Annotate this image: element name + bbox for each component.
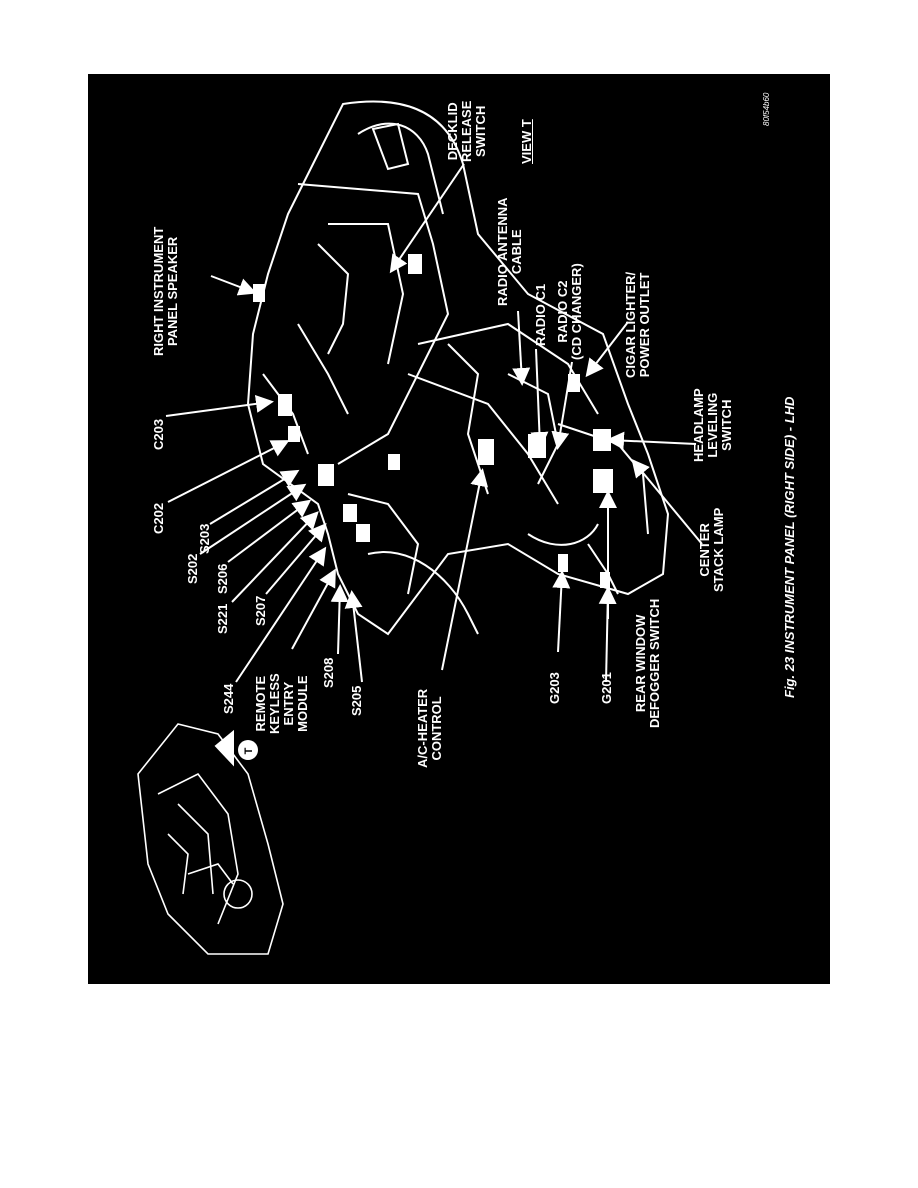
label-s203: S203 [197,523,212,554]
label-g203: G203 [547,672,562,704]
label-view-t: VIEW T [519,119,534,164]
label-rear-window-defogger-switch: REAR WINDOW DEFOGGER SWITCH [633,598,662,728]
label-s205: S205 [349,685,364,716]
label-center-stack-lamp: CENTER STACK LAMP [697,507,726,592]
label-radio-c2-cd-changer: RADIO C2 (CD CHANGER) [555,263,584,360]
inset-vehicle-view [137,723,284,955]
leader-g203 [552,570,571,653]
label-s244: S244 [221,683,236,714]
leader-arrows [165,163,703,683]
figure-caption: Fig. 23 INSTRUMENT PANEL (RIGHT SIDE) - … [782,396,797,698]
label-c202: C202 [151,502,166,534]
label-headlamp-leveling-switch: HEADLAMP LEVELING SWITCH [691,388,734,462]
leader-cigar [585,321,629,378]
instrument-panel-drawing [137,100,703,955]
leader-s207 [265,522,327,595]
leader-radio-antenna [512,310,531,386]
diagram-figure: RIGHT INSTRUMENT PANEL SPEAKER C203 C202… [88,74,830,984]
leader-s206 [227,499,312,563]
label-remote-keyless-entry-module: REMOTE KEYLESS ENTRY MODULE [253,673,310,734]
label-ac-heater-control: A/C-HEATER CONTROL [415,688,444,768]
leader-ac-heater [441,468,489,671]
leader-radio-c2 [551,361,573,450]
leader-s244 [235,546,327,683]
leader-headlamp [606,431,697,450]
label-s207: S207 [253,595,268,626]
label-radio-c1: RADIO C1 [533,283,548,346]
leader-s202 [199,483,307,555]
label-radio-antenna-cable: RADIO ANTENNA CABLE [495,197,524,306]
leader-s221 [231,511,319,603]
label-right-instrument-panel-speaker: RIGHT INSTRUMENT PANEL SPEAKER [151,226,180,356]
inset-view-marker-circle [238,740,258,760]
leader-s203 [209,469,300,525]
label-cigar-lighter-power-outlet: CIGAR LIGHTER/ POWER OUTLET [623,271,652,378]
leader-rke [291,568,336,650]
leader-right-speaker [210,275,257,296]
leader-c202 [167,440,290,503]
label-s206: S206 [215,563,230,594]
label-c203: C203 [151,418,166,450]
leader-c203 [165,394,274,417]
inset-view-marker-letter: T [243,747,255,755]
instrument-panel-illustration [246,100,670,636]
leader-g201 [598,586,617,683]
leader-s208 [330,584,349,655]
label-s208: S208 [321,657,336,688]
label-s202: S202 [185,553,200,584]
figure-code: 80f54b60 [762,92,771,126]
inset-view-arrow [214,729,234,767]
label-s221: S221 [215,603,230,634]
leader-decklid [389,163,465,274]
panel-component-blocks [253,254,613,588]
label-decklid-release-switch: DECKLID RELEASE SWITCH [445,100,488,162]
label-g201: G201 [599,672,614,704]
leader-center-stack [631,458,703,545]
leader-s205 [344,590,363,683]
leader-radio-c1 [530,348,549,450]
